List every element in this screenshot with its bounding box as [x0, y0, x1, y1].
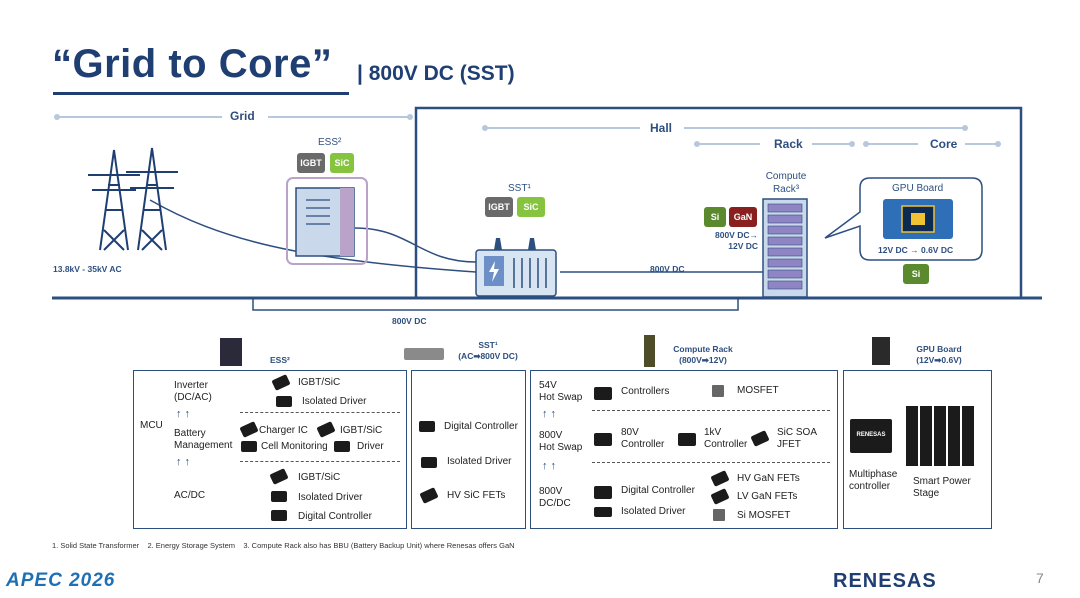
rack-row3-label: 800V DC/DC	[539, 486, 571, 509]
chip-icon	[271, 491, 287, 502]
sst-item-1: Digital Controller	[444, 421, 518, 432]
page-title: “Grid to Core”	[52, 42, 333, 86]
ess-acdc-item-1: IGBT/SiC	[298, 472, 341, 483]
rack-row1-item-1: Controllers	[621, 386, 670, 397]
smart-power-stage-array-icon	[906, 406, 976, 466]
ess-cabinet-icon	[220, 338, 242, 366]
zone-rack-label: Rack	[774, 137, 803, 151]
zone-core-label: Core	[930, 137, 958, 151]
chip-icon	[421, 457, 437, 468]
grid-voltage-label: 13.8kV - 35kV AC	[53, 264, 122, 274]
chip-icon	[594, 507, 612, 517]
compute-rack-label: Compute Rack³	[765, 171, 807, 195]
rack-panel	[530, 370, 838, 529]
sst-sic-tag: SiC	[517, 197, 545, 217]
chip-icon	[419, 421, 435, 432]
chip-icon	[276, 396, 292, 407]
ess-bms-item-4: Driver	[357, 441, 384, 452]
arrow-up-icon: ↑ ↑	[542, 460, 557, 472]
chip-icon	[678, 433, 696, 446]
sst-panel	[411, 370, 526, 529]
rack-row3-item-5: Si MOSFET	[737, 510, 791, 521]
mosfet-icon	[712, 385, 724, 397]
chip-icon	[241, 441, 257, 452]
chip-icon	[334, 441, 350, 452]
chip-icon	[271, 510, 287, 521]
rack-si-tag: Si	[704, 207, 726, 227]
rack-gan-tag: GaN	[729, 207, 757, 227]
rack-row2-item-3: SiC SOA JFET	[777, 427, 818, 450]
rack-module-icon	[644, 335, 655, 367]
divider	[592, 410, 830, 411]
arrow-up-icon: ↑ ↑	[176, 456, 191, 468]
chip-icon	[594, 486, 612, 499]
rack-row3-item-2: Isolated Driver	[621, 506, 686, 517]
gpu-module-icon	[872, 337, 890, 365]
mcu-label: MCU	[140, 420, 163, 431]
inverter-label: Inverter (DC/AC)	[174, 380, 212, 403]
rack-row2-label: 800V Hot Swap	[539, 430, 583, 453]
rack-row2-item-2: 1kV Controller	[704, 427, 748, 450]
ess-bms-item-2: IGBT/SiC	[340, 425, 383, 436]
arrow-up-icon: ↑ ↑	[542, 408, 557, 420]
sst-item-2: Isolated Driver	[447, 456, 512, 467]
gpu-item-2: Smart Power Stage	[913, 476, 971, 499]
apec-logo: APEC 2026	[6, 570, 116, 591]
zone-hall-label: Hall	[650, 121, 673, 135]
ess-label: ESS²	[318, 137, 342, 148]
gpu-item-1: Multiphase controller	[849, 469, 898, 492]
ess-bms-item-3: Cell Monitoring	[261, 441, 328, 452]
ess-acdc-item-2: Isolated Driver	[298, 492, 363, 503]
rack-conversion-label: 800V DC→ 12V DC	[715, 230, 758, 251]
gpu-header: GPU Board (12V➡0.6V)	[916, 344, 962, 365]
rack-row2-item-1: 80V Controller	[621, 427, 665, 450]
ess-header: ESS²	[270, 355, 290, 365]
sst-item-3: HV SiC FETs	[447, 490, 506, 501]
renesas-logo: RENESAS	[833, 570, 937, 592]
rack-row1-item-2: MOSFET	[737, 385, 779, 396]
ess-acdc-item-3: Digital Controller	[298, 511, 372, 522]
sst-header: SST¹ (AC➡800V DC)	[458, 340, 518, 361]
rack-row1-label: 54V Hot Swap	[539, 380, 583, 403]
bms-label: Battery Management	[174, 428, 233, 451]
ess-igbt-tag: IGBT	[297, 153, 325, 173]
page-number: 7	[1036, 570, 1044, 586]
rack-header: Compute Rack (800V➡12V)	[673, 344, 733, 365]
gpu-board-label: GPU Board	[892, 183, 944, 194]
ess-panel	[133, 370, 407, 529]
mosfet-icon	[713, 509, 725, 521]
gpu-si-tag: Si	[903, 264, 929, 284]
chip-icon	[594, 387, 612, 400]
title-underline	[53, 92, 349, 95]
ess-inv-item-2: Isolated Driver	[302, 396, 367, 407]
acdc-label: AC/DC	[174, 490, 206, 501]
zone-grid-label: Grid	[230, 109, 255, 123]
rack-row3-item-3: HV GaN FETs	[737, 473, 800, 484]
rack-row3-item-4: LV GaN FETs	[737, 491, 798, 502]
ess-sic-tag: SiC	[330, 153, 354, 173]
arrow-up-icon: ↑ ↑	[176, 408, 191, 420]
divider	[240, 461, 400, 462]
sst-label: SST¹	[508, 183, 531, 194]
sst-module-icon	[404, 348, 444, 360]
page-subtitle: | 800V DC (SST)	[357, 62, 515, 85]
hall-bus-label: 800V DC	[650, 264, 685, 274]
gpu-conversion-label: 12V DC → 0.6V DC	[878, 245, 954, 255]
ess-inv-item-1: IGBT/SiC	[298, 377, 341, 388]
chip-icon	[594, 433, 612, 446]
chip-brand-label: RENESAS	[856, 432, 886, 438]
divider	[240, 412, 400, 413]
bottom-bus-label: 800V DC	[392, 316, 427, 326]
sst-igbt-tag: IGBT	[485, 197, 513, 217]
footnote: 1. Solid State Transformer 2. Energy Sto…	[52, 541, 515, 550]
rack-row3-item-1: Digital Controller	[621, 485, 695, 496]
ess-bms-item-1: Charger IC	[259, 425, 308, 436]
divider	[592, 462, 830, 463]
topology-diagram	[52, 106, 1042, 311]
multiphase-controller-chip-icon: RENESAS	[850, 419, 892, 453]
